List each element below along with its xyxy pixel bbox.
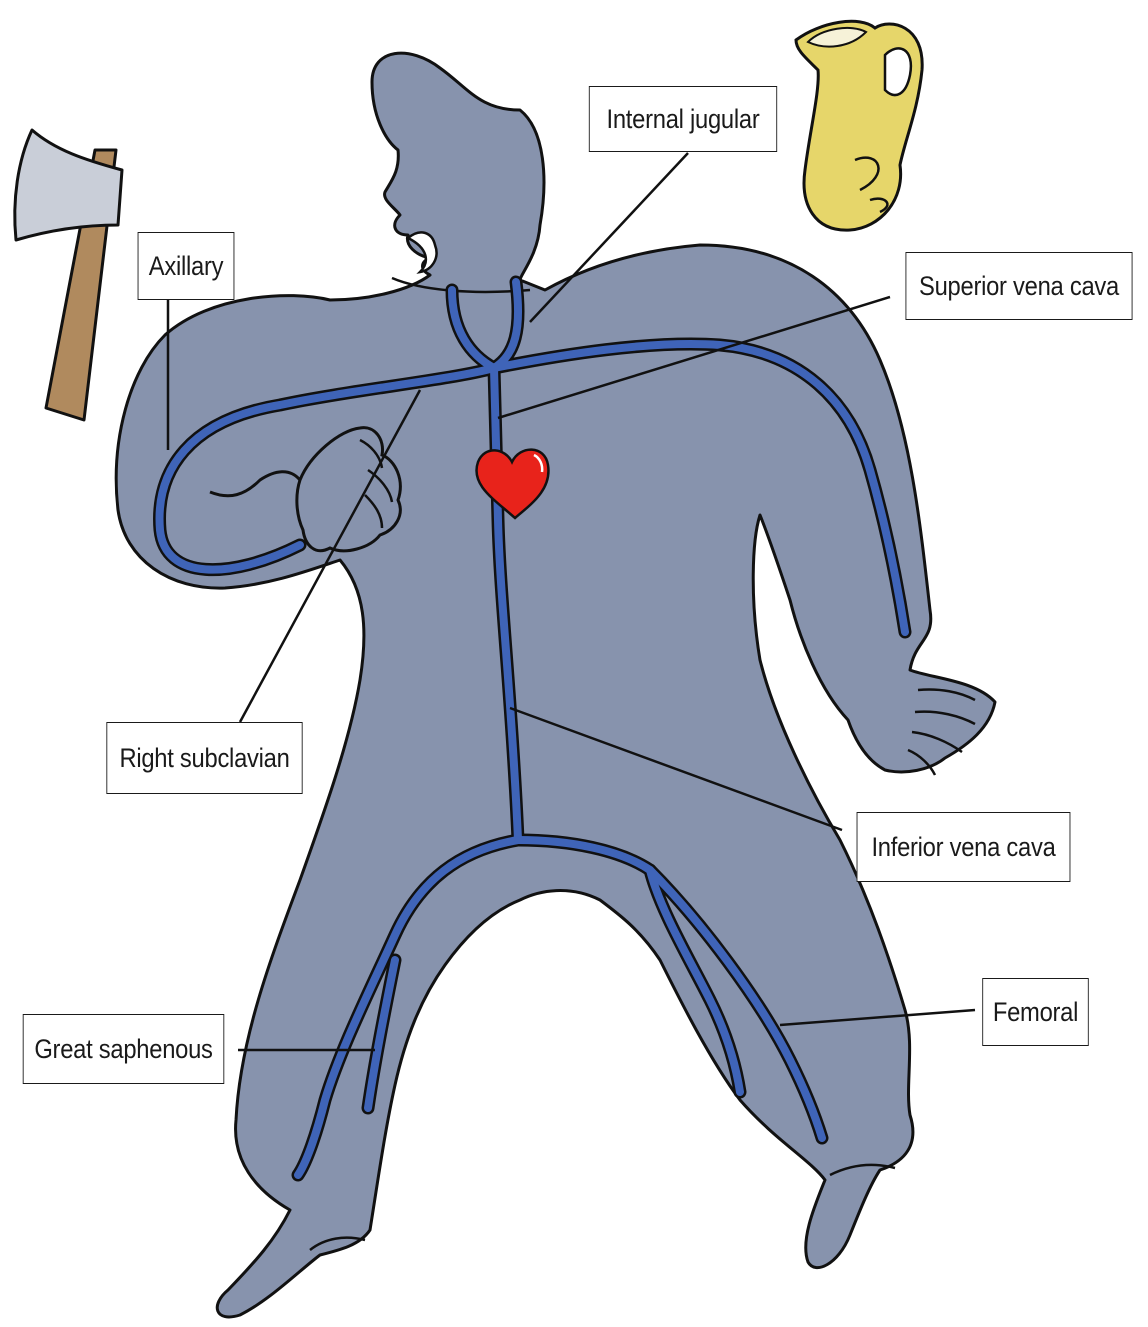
label-inferior-vena-cava: Inferior vena cava (857, 812, 1071, 882)
jug-icon (796, 21, 922, 230)
label-axillary: Axillary (138, 232, 235, 300)
axe-icon (15, 130, 122, 420)
axe-head (15, 130, 122, 240)
label-superior-vena-cava: Superior vena cava (905, 252, 1132, 320)
label-internal-jugular: Internal jugular (589, 86, 777, 152)
label-right-subclavian: Right subclavian (106, 722, 302, 794)
label-femoral: Femoral (982, 978, 1088, 1046)
body-silhouette (116, 53, 995, 1317)
label-great-saphenous: Great saphenous (23, 1014, 225, 1084)
